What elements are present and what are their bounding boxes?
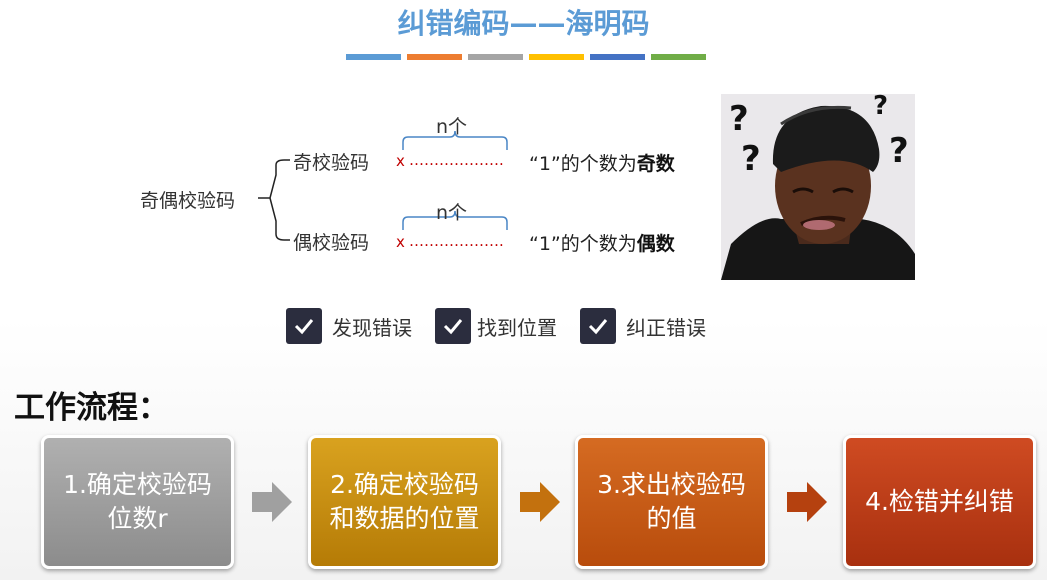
checklist-item: 发现错误 <box>286 307 412 345</box>
even-description: “1”的个数为偶数 <box>529 229 675 256</box>
arrow-right-icon <box>252 482 292 522</box>
workflow-step-3: 3.求出校验码的值 <box>575 435 768 569</box>
even-n-label: n个 <box>436 202 468 224</box>
workflow-step-label: 4.检错并纠错 <box>865 487 1014 516</box>
workflow-step-1: 1.确定校验码位数r <box>41 435 234 569</box>
svg-text:?: ? <box>729 99 749 139</box>
even-n-brace <box>402 210 508 230</box>
workflow-title: 工作流程： <box>14 390 169 426</box>
arrow-right-icon <box>787 482 827 522</box>
odd-dots: ………………. <box>409 151 504 169</box>
checklist-label: 发现错误 <box>332 315 412 340</box>
tree-brace <box>258 159 290 241</box>
parity-root-label: 奇偶校验码 <box>140 190 236 212</box>
svg-text:?: ? <box>873 94 888 121</box>
color-bar-segment <box>529 54 584 60</box>
odd-n-label: n个 <box>436 116 468 138</box>
checkbox-checked-icon <box>435 308 471 344</box>
odd-parity-label: 奇校验码 <box>293 152 370 174</box>
color-bar-segment <box>468 54 523 60</box>
color-bar-segment <box>346 54 401 60</box>
color-bar-segment <box>651 54 706 60</box>
svg-text:?: ? <box>889 131 909 171</box>
odd-description: “1”的个数为奇数 <box>529 149 675 176</box>
checklist-label: 找到位置 <box>477 315 557 340</box>
svg-text:?: ? <box>741 139 761 179</box>
odd-n-brace <box>402 130 508 150</box>
odd-desc-bold: 奇数 <box>636 153 675 175</box>
color-bar-segment <box>590 54 645 60</box>
workflow-step-label: 2.确定校验码和数据的位置 <box>329 470 480 533</box>
even-parity-label: 偶校验码 <box>293 232 370 254</box>
checklist-item: 纠正错误 <box>580 307 706 345</box>
even-desc-prefix: “1”的个数为 <box>529 233 637 255</box>
checklist-label: 纠正错误 <box>626 315 706 340</box>
workflow-step-4: 4.检错并纠错 <box>843 435 1036 569</box>
workflow-step-2: 2.确定校验码和数据的位置 <box>308 435 501 569</box>
odd-x-marker: x <box>396 152 405 170</box>
checkbox-checked-icon <box>286 308 322 344</box>
workflow-step-label: 1.确定校验码位数r <box>63 470 212 533</box>
checklist-item: 找到位置 <box>435 307 557 345</box>
color-bar-segment <box>407 54 462 60</box>
odd-desc-prefix: “1”的个数为 <box>529 153 637 175</box>
even-x-marker: x <box>396 233 405 251</box>
arrow-right-icon <box>520 482 560 522</box>
even-dots: ………………. <box>409 232 504 250</box>
even-desc-bold: 偶数 <box>636 233 675 255</box>
checkbox-checked-icon <box>580 308 616 344</box>
confused-person-image: ? ? ? ? <box>721 94 915 280</box>
page-title: 纠错编码——海明码 <box>397 7 650 40</box>
title-color-bar <box>346 54 706 60</box>
workflow-step-label: 3.求出校验码的值 <box>597 470 746 533</box>
